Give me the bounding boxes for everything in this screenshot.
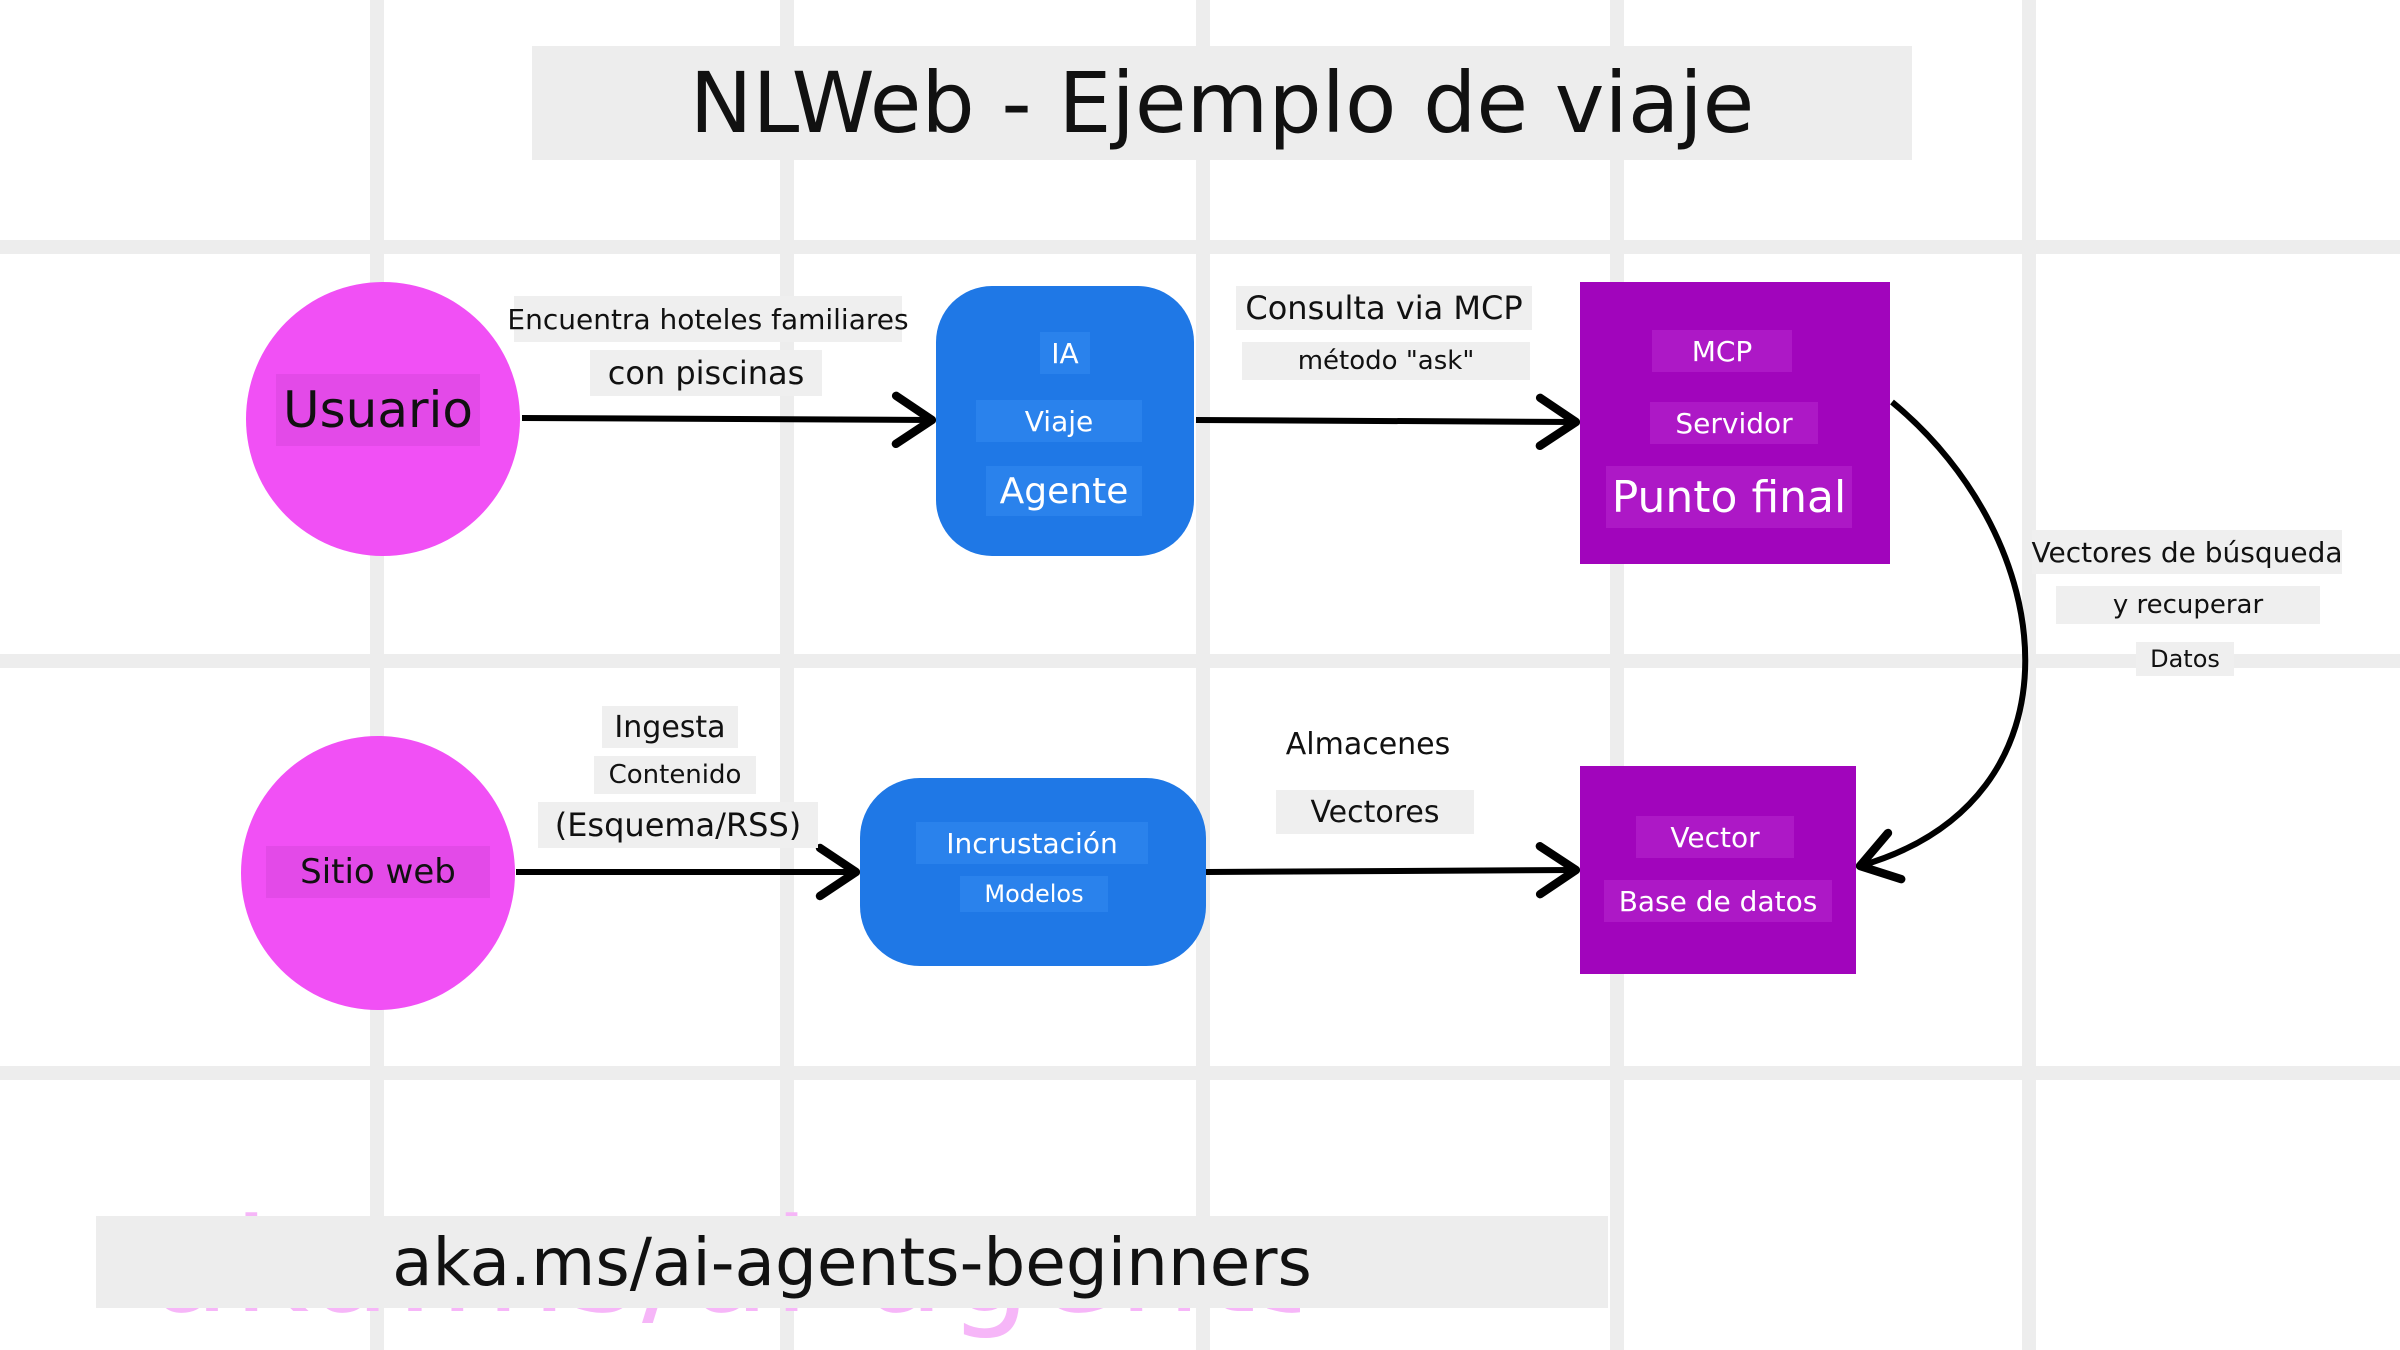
edge-label-ingest-line1: Ingesta: [602, 706, 738, 748]
agent-label-line1: IA: [1040, 332, 1090, 374]
agent-label-line2: Viaje: [976, 400, 1142, 442]
agent-label-line3: Agente: [986, 466, 1142, 516]
mcp-label-line2: Servidor: [1650, 402, 1818, 444]
edge-label-store-line1: Almacenes: [1282, 722, 1454, 766]
grid-line: [2022, 0, 2036, 1350]
grid-line: [0, 654, 2400, 668]
embedding-label-line2: Modelos: [960, 876, 1108, 912]
mcp-label-line3: Punto final: [1606, 466, 1852, 528]
edge-label-user-agent-line1: Encuentra hoteles familiares: [507, 296, 909, 342]
edge-label-store-line2: Vectores: [1276, 790, 1474, 834]
arrow-agent-to-mcp: [1195, 393, 1581, 451]
grid-line: [0, 1066, 2400, 1080]
edge-label-ingest-line3: (Esquema/RSS): [538, 802, 818, 848]
website-node-label: Sitio web: [266, 846, 490, 898]
embedding-models-node: [860, 778, 1206, 966]
arrow-user-to-agent: [521, 391, 937, 449]
edge-label-mcp-vector-line2: y recuperar: [2056, 586, 2320, 624]
diagram-title: NLWeb - Ejemplo de viaje: [532, 46, 1912, 160]
arrow-embedding-to-vector: [1205, 841, 1581, 899]
vector-db-label-line1: Vector: [1636, 816, 1794, 858]
vector-db-label-line2: Base de datos: [1604, 880, 1832, 922]
edge-label-mcp-vector-line1: Vectores de búsqueda: [2032, 530, 2343, 574]
user-node-label: Usuario: [276, 374, 480, 446]
vector-database-node: [1580, 766, 1856, 974]
mcp-label-line1: MCP: [1652, 330, 1792, 372]
grid-line: [1196, 0, 1210, 1350]
edge-label-user-agent-line2: con piscinas: [590, 350, 822, 396]
embedding-label-line1: Incrustación: [916, 822, 1148, 864]
footer-link[interactable]: aka.ms/ai-agents-beginners: [96, 1216, 1608, 1308]
edge-label-ingest-line2: Contenido: [594, 756, 756, 794]
grid-line: [0, 240, 2400, 254]
arrow-mcp-to-vector: [1855, 399, 2029, 884]
edge-label-agent-mcp-line2: método "ask": [1242, 342, 1530, 380]
edge-label-agent-mcp-line1: Consulta via MCP: [1236, 286, 1532, 330]
edge-label-mcp-vector-line3: Datos: [2136, 642, 2234, 676]
